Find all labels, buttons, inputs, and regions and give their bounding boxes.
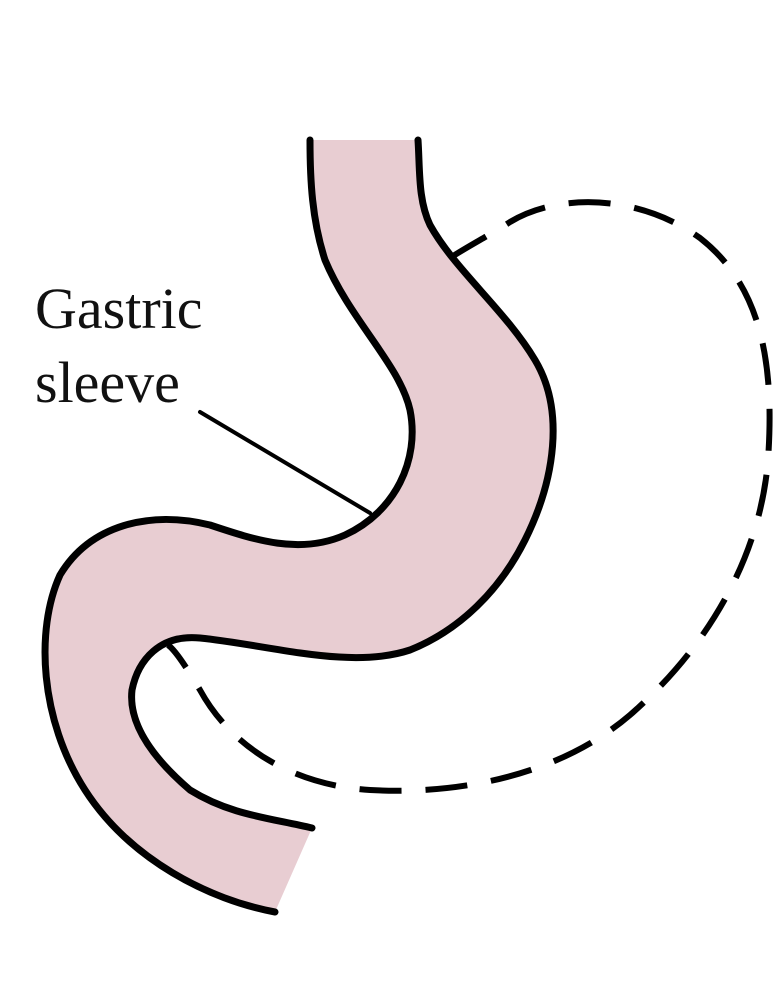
- sleeve-outer-outline: [128, 136, 557, 832]
- gastric-sleeve-shape: [45, 140, 554, 912]
- label-gastric: Gastric: [35, 276, 203, 341]
- sleeve-inner-outline: [41, 136, 416, 916]
- removed-stomach-dashed-outline: [166, 199, 773, 794]
- label-leader-line: [198, 410, 372, 515]
- label-sleeve: sleeve: [35, 350, 180, 415]
